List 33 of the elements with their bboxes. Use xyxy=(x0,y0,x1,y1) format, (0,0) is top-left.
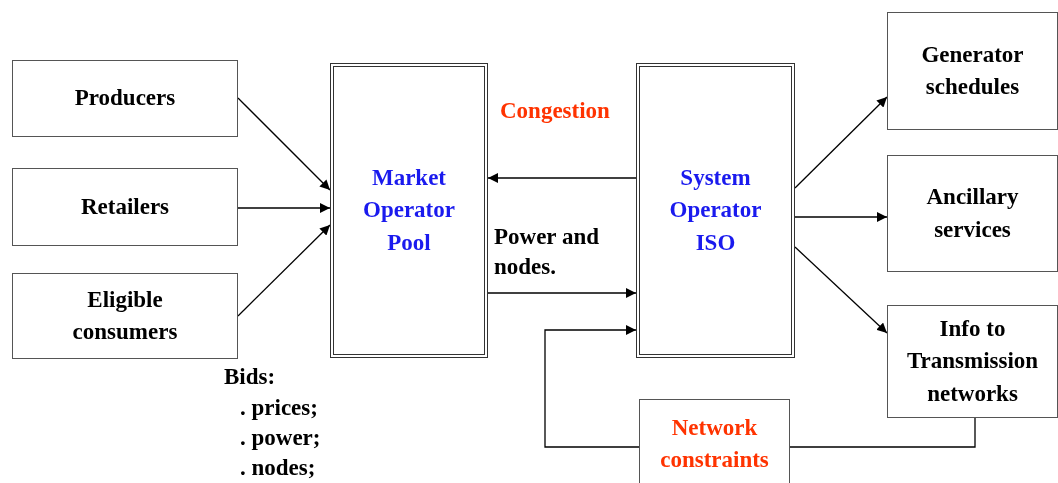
arrow xyxy=(237,97,331,191)
operator-box xyxy=(330,63,488,358)
node-label: Network constraints xyxy=(659,413,770,474)
arrow xyxy=(237,224,331,317)
process-box xyxy=(12,168,238,246)
edge-label: Congestion xyxy=(500,97,611,125)
process-box xyxy=(12,60,238,137)
note-text: . power; xyxy=(240,424,321,452)
note-text: . prices; xyxy=(240,394,318,422)
node-label: Ancillary services xyxy=(925,183,1020,244)
process-box xyxy=(887,305,1058,418)
edge-label: Power and nodes. xyxy=(494,223,600,281)
node-label: Generator schedules xyxy=(920,40,1025,101)
arrow xyxy=(544,325,640,448)
process-box xyxy=(887,12,1058,130)
arrow xyxy=(794,212,888,222)
node-label: Eligible consumers xyxy=(71,285,179,346)
note-text: Bids: xyxy=(224,363,276,391)
note-text: . nodes; xyxy=(240,454,316,482)
arrow xyxy=(487,173,637,183)
node-label: Market Operator Pool xyxy=(362,164,456,257)
arrow xyxy=(794,96,888,189)
process-box xyxy=(12,273,238,359)
node-label: Producers xyxy=(74,84,176,113)
node-label: System Operator ISO xyxy=(668,164,763,257)
arrow xyxy=(794,246,888,334)
node-label: Retailers xyxy=(80,192,170,221)
process-box xyxy=(887,155,1058,272)
operator-box xyxy=(636,63,795,358)
arrow xyxy=(487,288,637,298)
node-label: Info to Transmission networks xyxy=(905,315,1040,408)
arrow xyxy=(237,203,331,213)
process-box xyxy=(639,399,790,483)
